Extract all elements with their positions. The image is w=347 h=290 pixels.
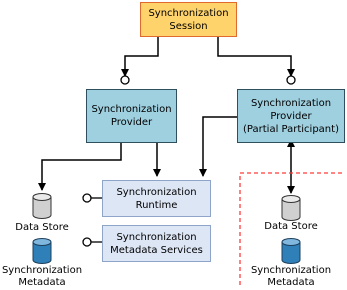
metadata-services-line1: Synchronization: [116, 231, 197, 243]
session-line1: Synchronization: [148, 7, 229, 19]
runtime-line1: Synchronization: [116, 186, 197, 198]
right-data-store-label: Data Store: [264, 221, 318, 232]
session-to-right-provider-line: [217, 37, 295, 77]
session-line2: Session: [169, 20, 208, 32]
runtime-line2: Runtime: [135, 199, 178, 211]
right-provider-interface: [286, 75, 296, 85]
metadata-services-line2: Metadata Services: [110, 244, 203, 256]
left-data-store-icon: [32, 193, 52, 219]
left-metadata-icon: [32, 238, 52, 264]
provider-right-line1: Synchronization: [250, 97, 332, 109]
provider-left-line2: Provider: [110, 117, 153, 128]
provider-right-line3: (Partial Participant): [243, 123, 339, 135]
provider-right-line2: Provider: [270, 110, 312, 122]
provider-left-line1: Synchronization: [91, 104, 172, 115]
left-data-store-label: Data Store: [15, 222, 69, 233]
runtime-interface: [82, 193, 92, 203]
right-provider-to-runtime-line: [199, 116, 237, 177]
right-metadata-line2: Metadata: [267, 277, 315, 288]
left-provider-interface: [120, 75, 130, 85]
partial-participant-boundary: [239, 172, 345, 285]
metadata-services-interface: [82, 237, 92, 247]
left-provider-to-store-line: [38, 143, 122, 191]
left-metadata-line1: Synchronization: [1, 265, 83, 276]
right-metadata-line1: Synchronization: [250, 265, 332, 276]
right-metadata-icon: [281, 238, 301, 264]
right-data-store-icon: [281, 195, 301, 221]
left-metadata-line2: Metadata: [18, 277, 66, 288]
session-to-left-provider-line: [121, 37, 159, 77]
